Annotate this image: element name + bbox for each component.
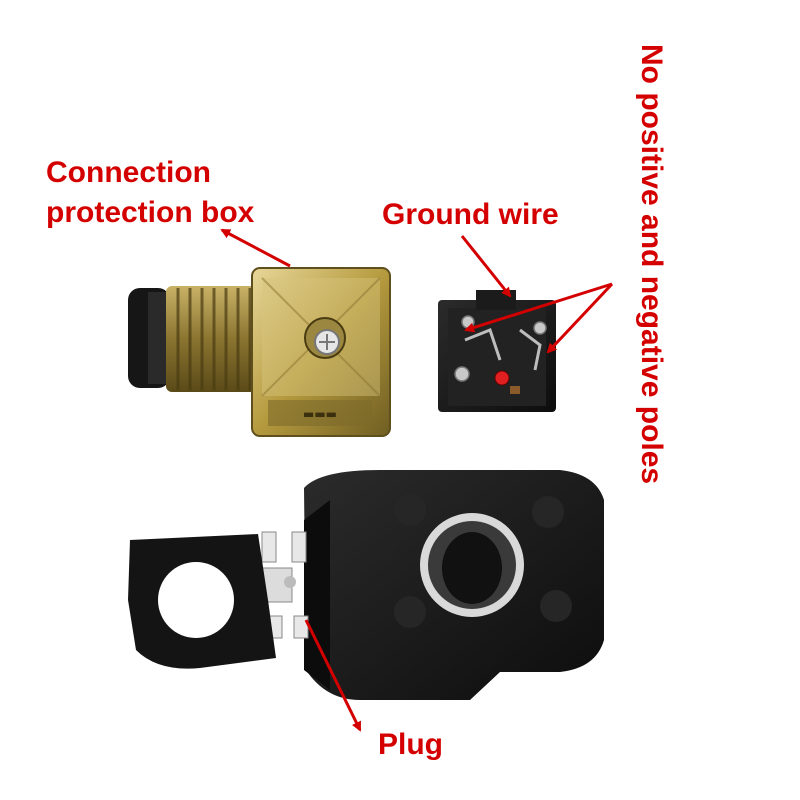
svg-text:▬▬▬: ▬▬▬ <box>303 407 337 421</box>
connection-box-label: Connection <box>46 156 211 189</box>
ground-wire-label: Ground wire <box>382 198 559 231</box>
arrow-poles-2 <box>546 282 614 354</box>
connection-box: ▬▬▬ <box>128 267 391 437</box>
arrow-poles-1 <box>464 282 613 333</box>
arrow-plug <box>304 619 362 732</box>
solenoid-coil <box>261 470 604 700</box>
arrow-connection-box <box>220 228 291 268</box>
led <box>494 370 510 386</box>
poles-label: No positive and negative poles <box>635 44 668 485</box>
rubber-gasket <box>128 534 276 669</box>
plug-label: Plug <box>378 728 443 761</box>
connection-box-label-line2: protection box <box>46 196 255 229</box>
arrow-ground-wire <box>460 235 512 298</box>
callout-arrows <box>220 228 614 732</box>
threaded-body <box>166 286 258 392</box>
